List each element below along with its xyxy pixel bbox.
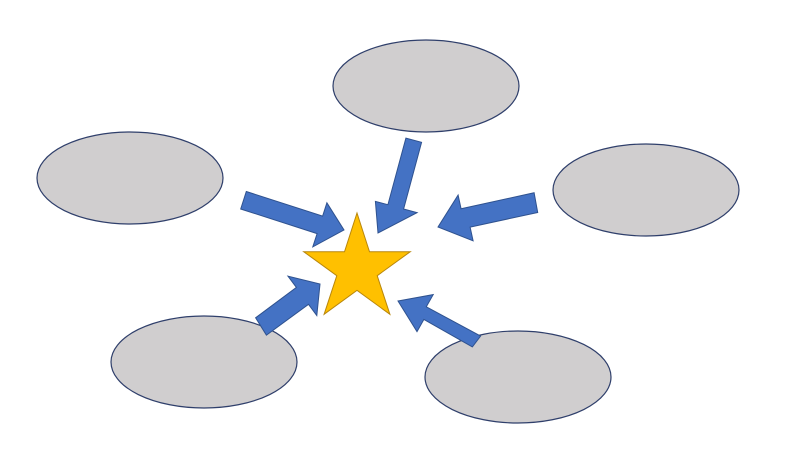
- node-top[interactable]: [332, 39, 520, 133]
- node-bottom-left[interactable]: [110, 315, 298, 409]
- arrow-from-bottom-right: [397, 293, 482, 348]
- center-star[interactable]: [302, 211, 412, 316]
- node-right[interactable]: [552, 143, 740, 237]
- arrow-from-right: [437, 192, 539, 242]
- arrow-from-left: [240, 190, 345, 248]
- arrow-from-bottom-left: [254, 275, 321, 336]
- arrow-from-top: [374, 137, 423, 234]
- node-bottom-right[interactable]: [424, 330, 612, 424]
- outer-nodes: [36, 39, 740, 424]
- arrows: [240, 137, 539, 348]
- node-left[interactable]: [36, 131, 224, 225]
